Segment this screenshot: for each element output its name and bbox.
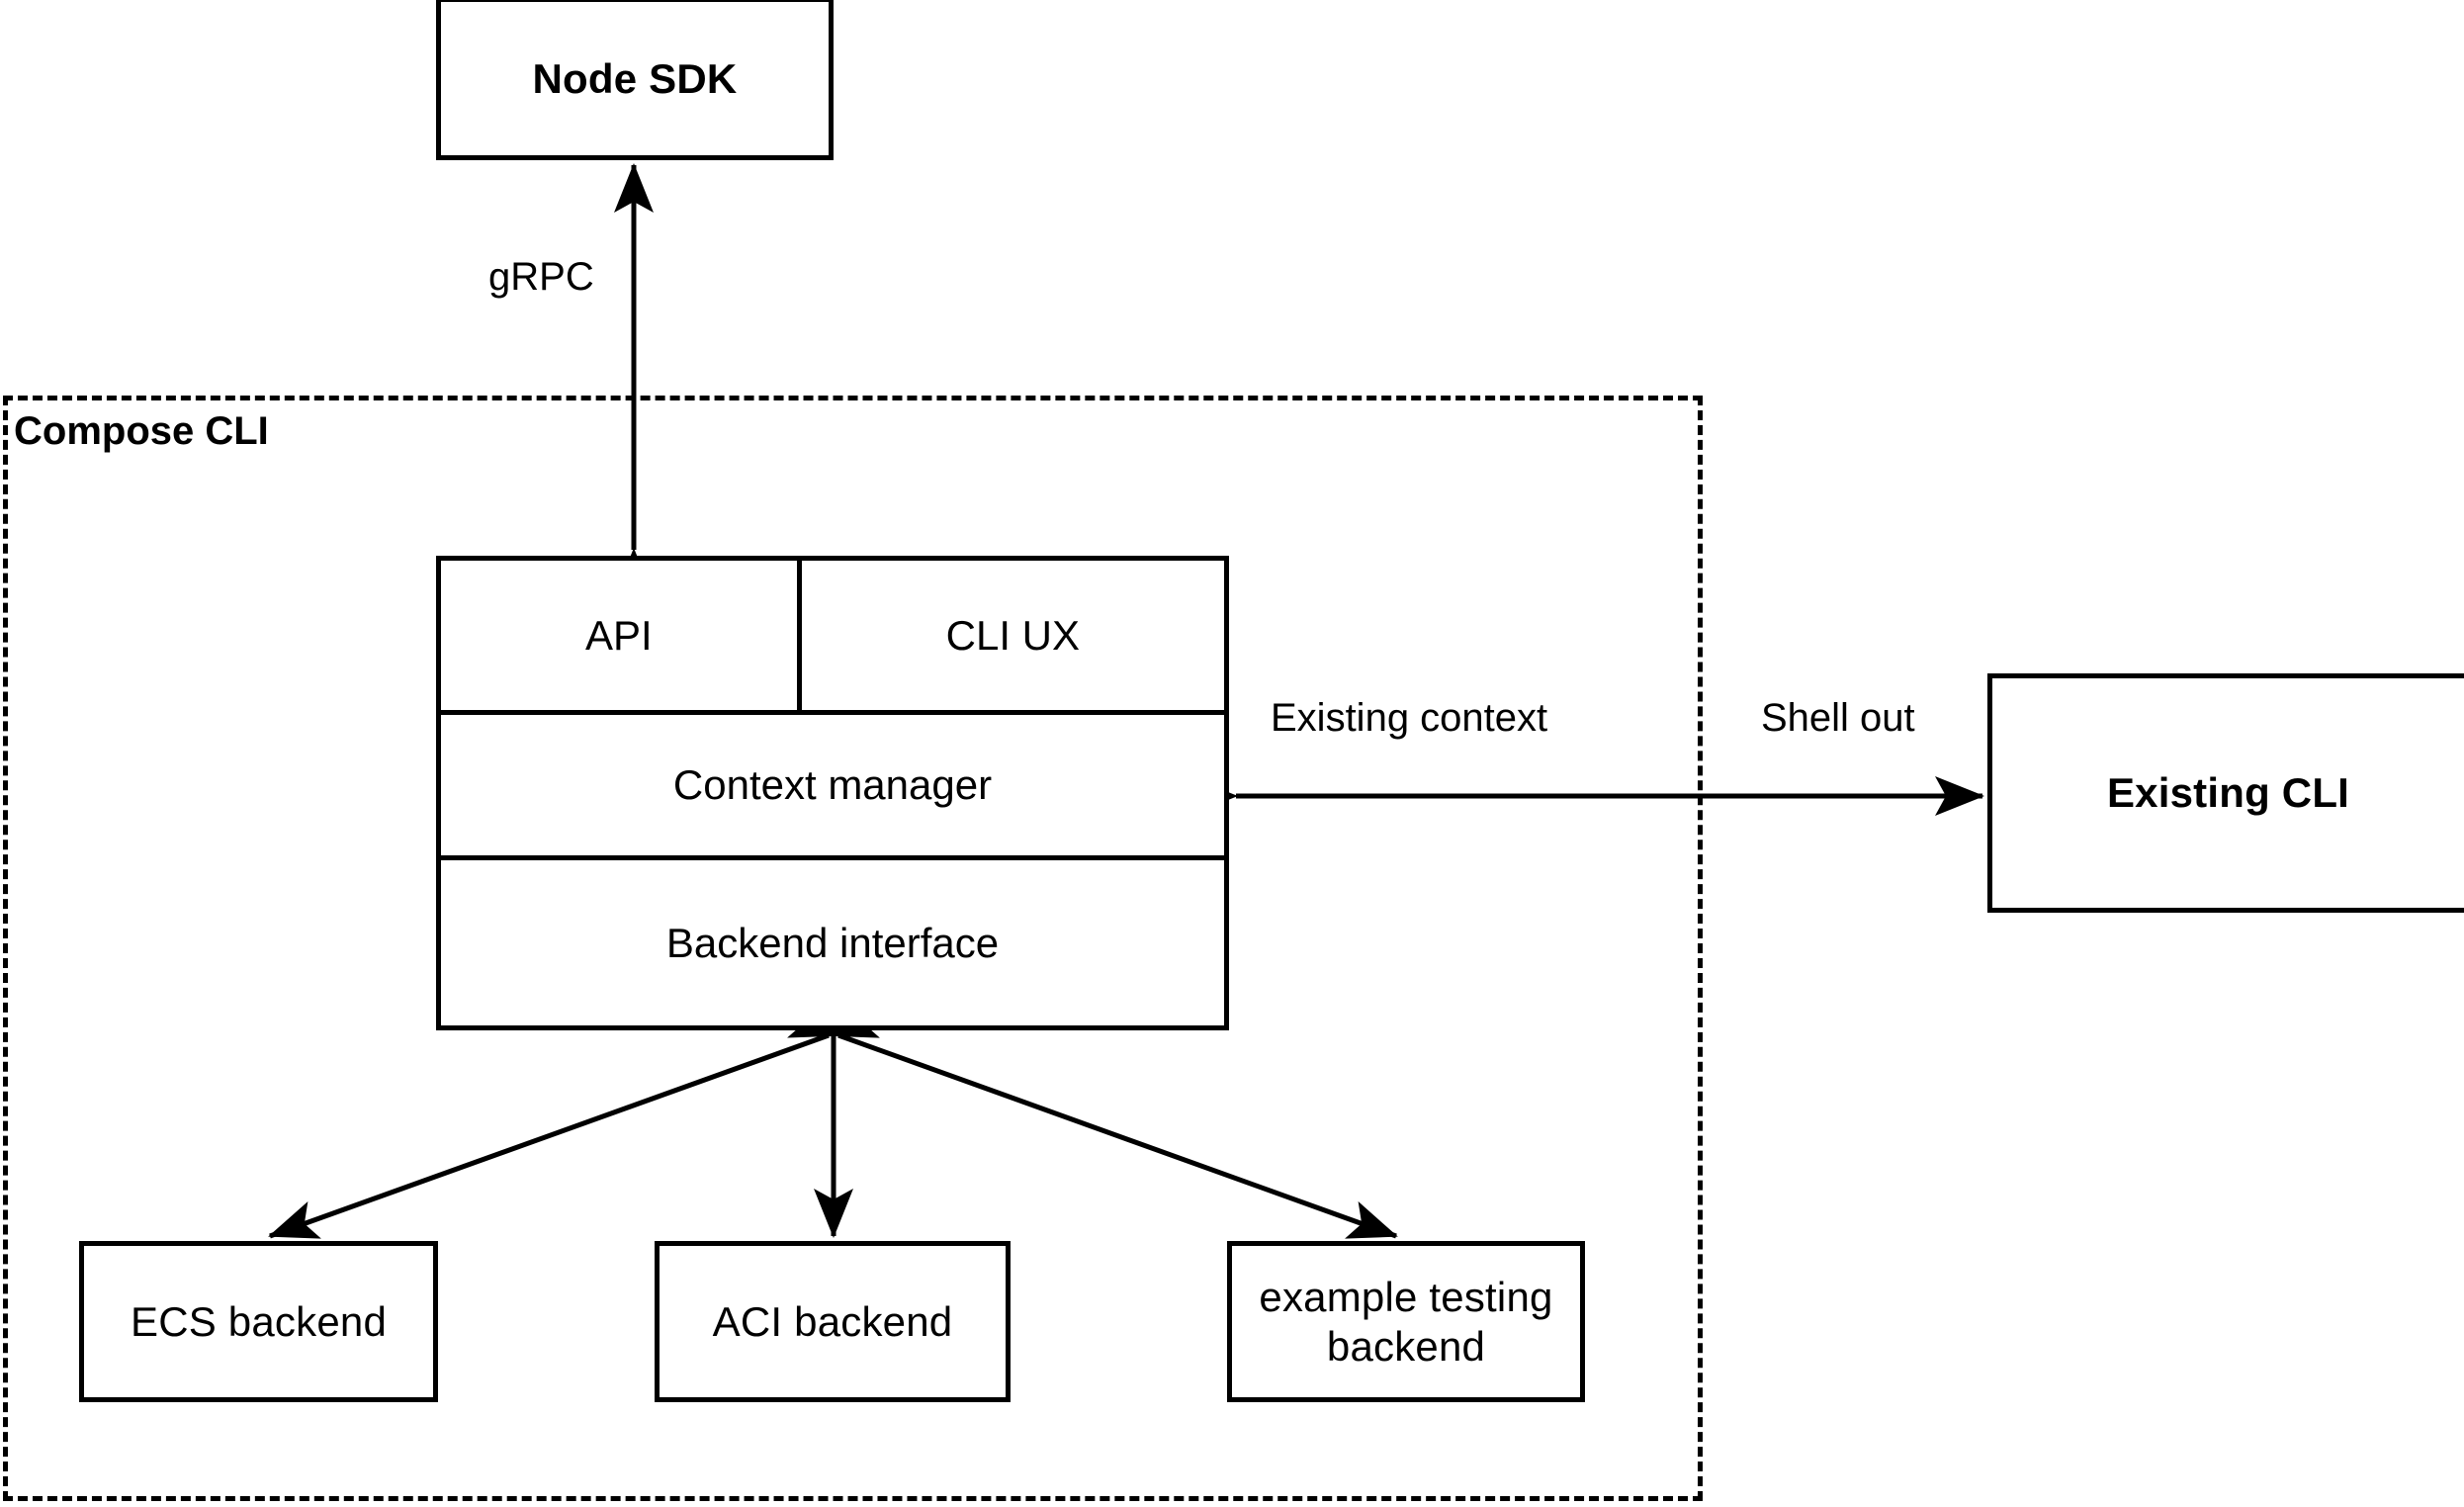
node-backend-interface-cell: Backend interface <box>441 860 1224 1025</box>
stack-row-api-cliux: API CLI UX <box>441 561 1224 715</box>
edge-label-grpc: gRPC <box>483 255 600 300</box>
node-context-manager[interactable]: Context manager <box>441 715 1224 860</box>
region-compose-cli <box>3 396 1703 1501</box>
node-aci-backend-label: ACI backend <box>712 1297 953 1345</box>
node-context-manager-label: Context manager <box>672 761 993 808</box>
node-ecs-backend[interactable]: ECS backend <box>79 1241 438 1402</box>
node-backend-interface[interactable]: Backend interface <box>441 860 1224 1025</box>
node-existing-cli-label: Existing CLI <box>2106 769 2350 817</box>
node-aci-backend[interactable]: ACI backend <box>655 1241 1011 1402</box>
node-context-manager-cell: Context manager <box>441 715 1224 855</box>
compose-cli-stack: API CLI UX Context manager Backend inter… <box>436 556 1229 1030</box>
edge-label-shell-out: Shell out <box>1755 696 1921 741</box>
node-node-sdk[interactable]: Node SDK <box>436 0 834 160</box>
edge-label-existing-context: Existing context <box>1265 696 1554 741</box>
node-ecs-backend-label: ECS backend <box>130 1297 388 1345</box>
node-example-testing-backend[interactable]: example testing backend <box>1227 1241 1585 1402</box>
edge-ecs-backend <box>268 1000 880 1239</box>
node-cli-ux[interactable]: CLI UX <box>802 561 1224 710</box>
node-api-label: API <box>584 611 653 659</box>
node-existing-cli[interactable]: Existing CLI <box>1987 673 2464 913</box>
region-compose-cli-title: Compose CLI <box>14 409 269 453</box>
node-example-testing-backend-label: example testing backend <box>1259 1273 1553 1370</box>
edge-example-testing-backend <box>787 1000 1398 1239</box>
node-cli-ux-label: CLI UX <box>945 611 1081 659</box>
node-node-sdk-label: Node SDK <box>532 54 738 102</box>
node-backend-interface-label: Backend interface <box>665 919 1000 966</box>
node-api[interactable]: API <box>441 561 802 710</box>
